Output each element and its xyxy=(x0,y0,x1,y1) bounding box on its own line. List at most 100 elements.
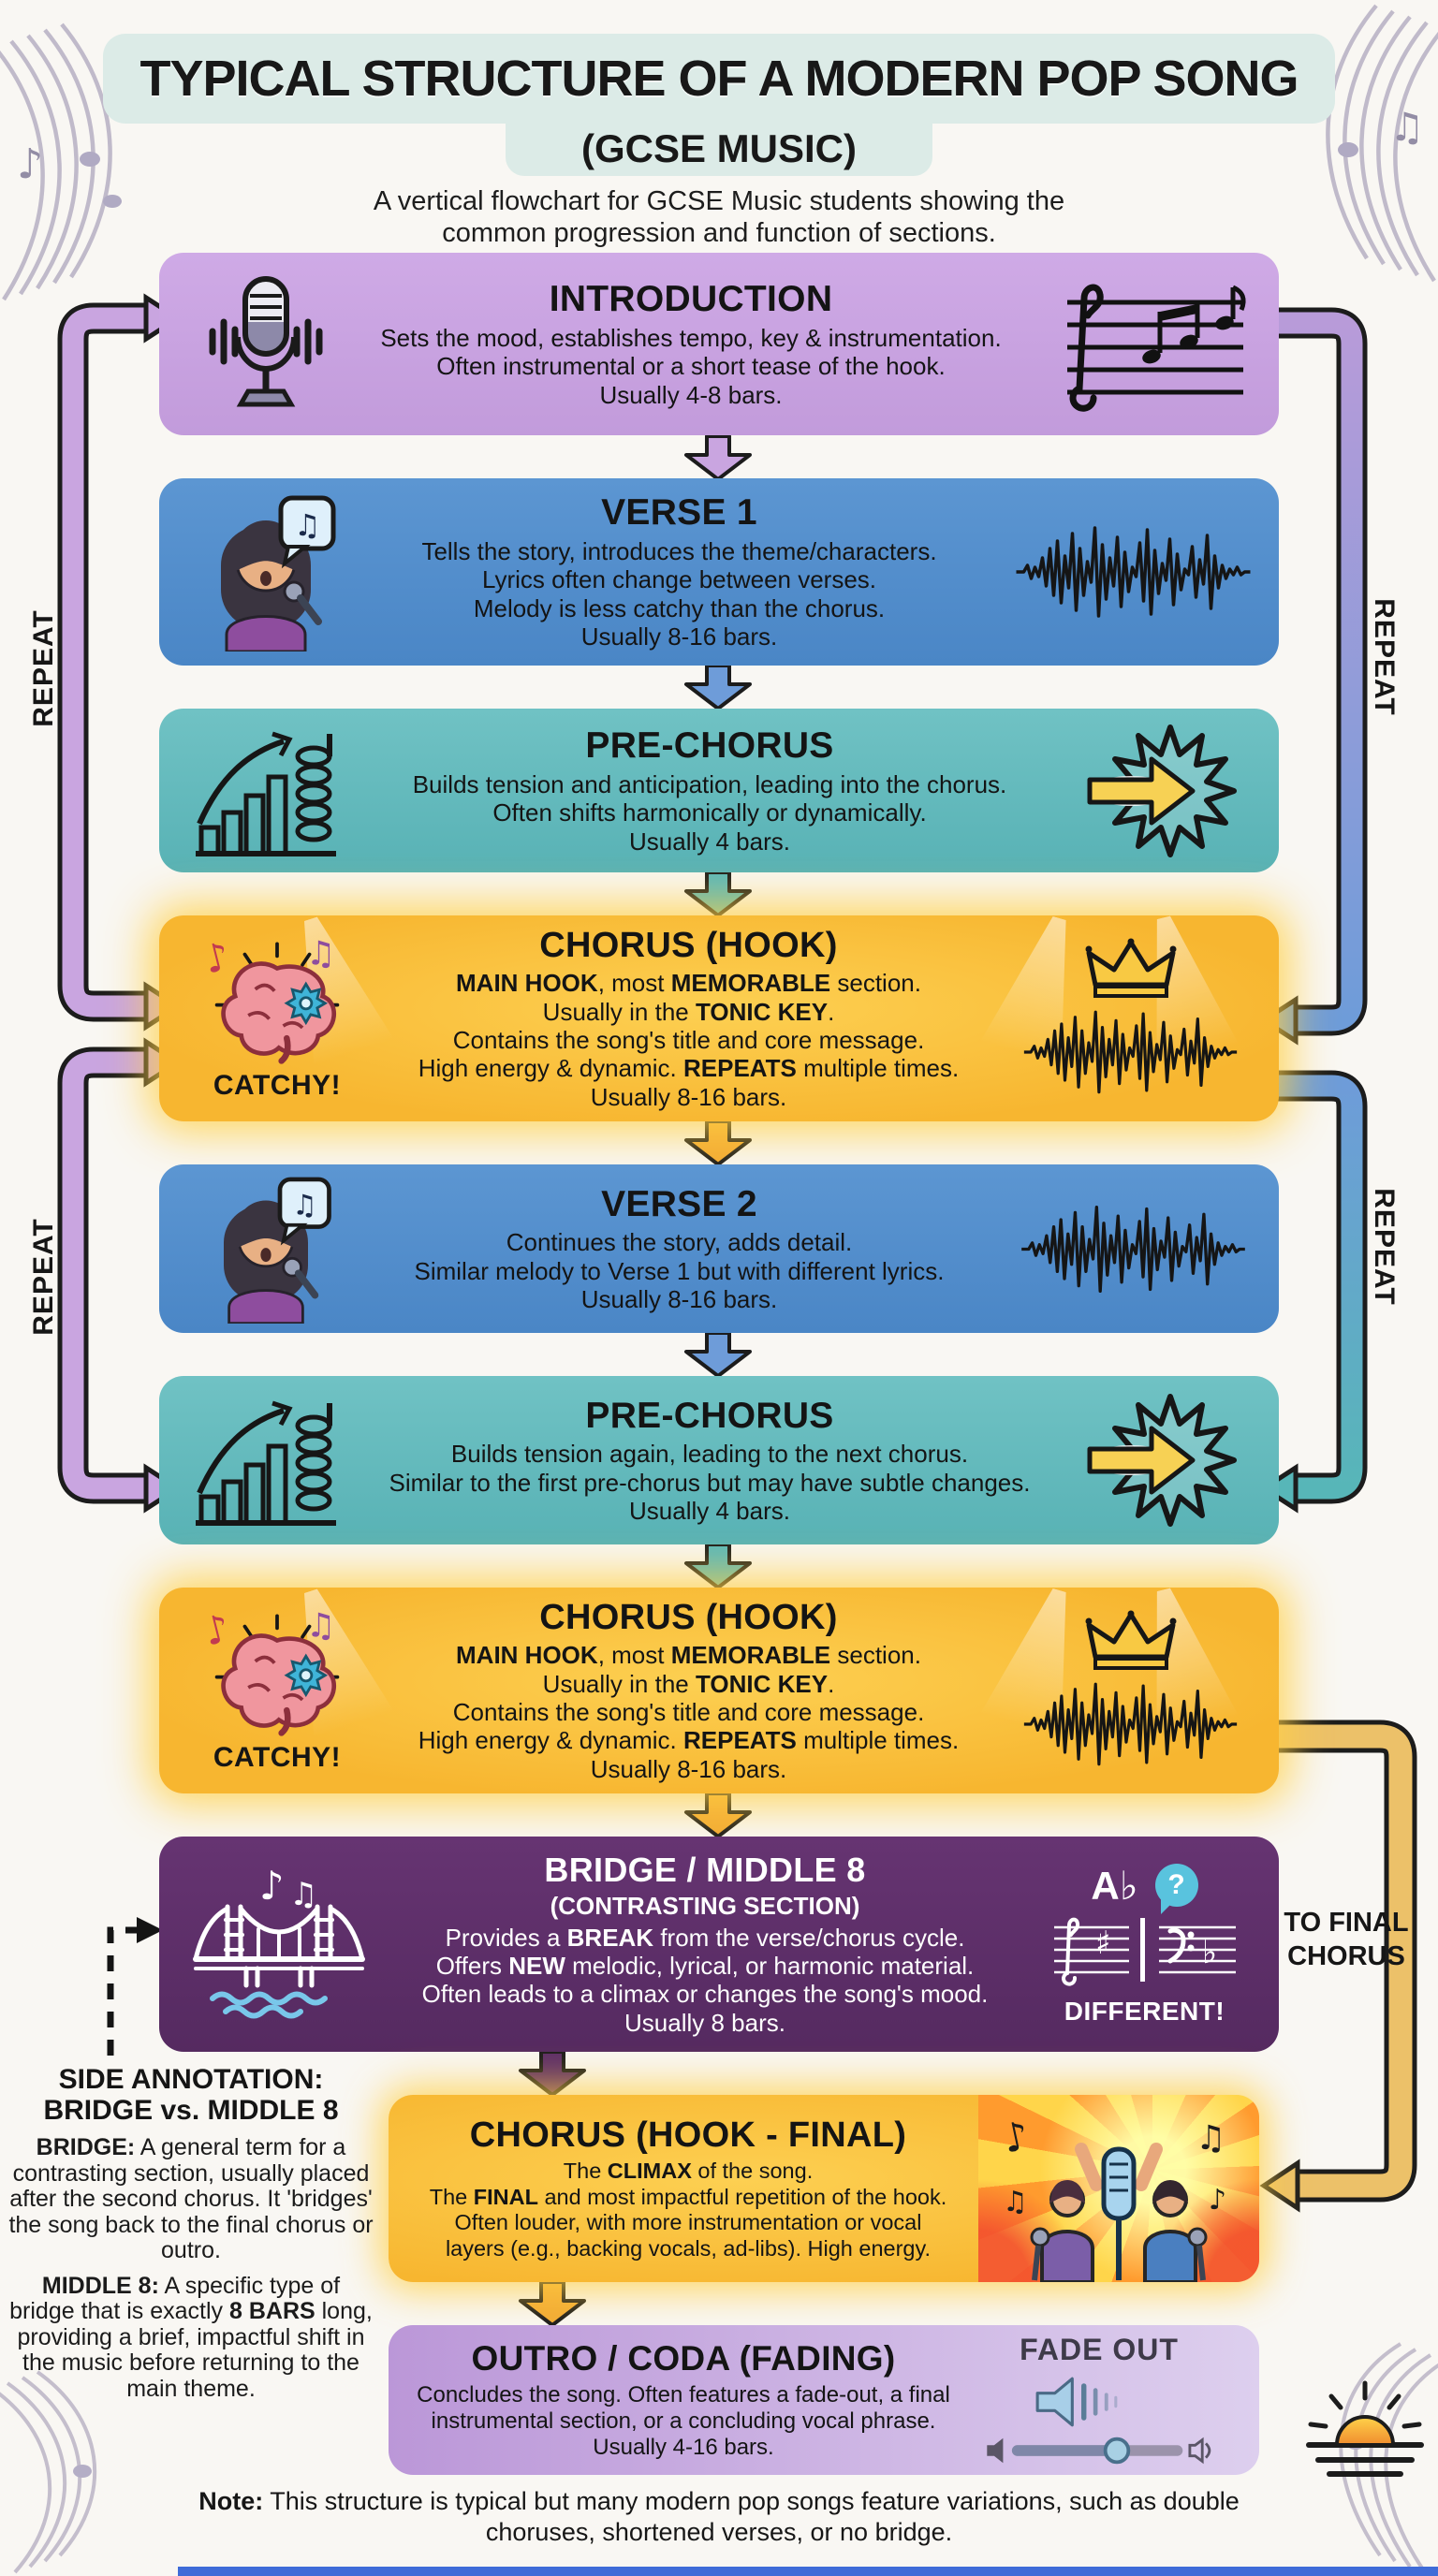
waveform-icon xyxy=(1023,1010,1238,1094)
subtitle-banner: (GCSE MUSIC) xyxy=(506,122,932,176)
repeat-label-right-1: REPEAT xyxy=(1369,598,1400,716)
tension-build-icon xyxy=(183,721,347,861)
staff-decoration-top-right xyxy=(1326,4,1438,283)
flow-arrow-prechorus2-chorus2 xyxy=(684,1543,752,1589)
section-title: BRIDGE / MIDDLE 8 xyxy=(544,1850,866,1889)
tension-build-icon xyxy=(183,1390,347,1530)
middle8-definition: MIDDLE 8: A specific type of bridge that… xyxy=(9,2272,373,2402)
annotation-heading: SIDE ANNOTATION: BRIDGE vs. MIDDLE 8 xyxy=(43,2064,339,2126)
page-description: A vertical flowchart for GCSE Music stud… xyxy=(373,186,1065,248)
repeat-arrow-left-2 xyxy=(57,1037,183,1514)
music-note-icon: ♫ xyxy=(1003,2186,1028,2218)
section-subtitle: (CONTRASTING SECTION) xyxy=(550,1892,860,1921)
section-title: CHORUS (HOOK) xyxy=(539,925,838,965)
sharp-icon: ♯ xyxy=(1095,1925,1110,1962)
question-bubble-icon: ? xyxy=(1154,1864,1198,1914)
sunset-icon xyxy=(1306,2380,1424,2477)
singer-icon: ♫ xyxy=(183,492,347,651)
staff-decoration-bottom-left xyxy=(0,2370,97,2574)
flow-arrow-verse2-prechorus2 xyxy=(684,1331,752,1378)
burst-arrow-icon xyxy=(1072,716,1255,866)
section-title: PRE-CHORUS xyxy=(585,725,834,767)
music-note-icon: ♫ xyxy=(306,1607,336,1646)
singer-icon: ♫ xyxy=(183,1174,347,1324)
section-chorus1: ♪ ♫ CATCHY! CHORUS (HOOK) MAIN HOOK, mos… xyxy=(159,915,1279,1121)
section-introduction: INTRODUCTION Sets the mood, establishes … xyxy=(159,253,1279,435)
music-note-icon: ♫ xyxy=(289,1876,317,1913)
crown-icon xyxy=(1085,938,1176,998)
singers-icon: ♪ ♫ ♪ ♫ xyxy=(999,2112,1226,2282)
gray-note-icon: ♫ xyxy=(1389,104,1425,150)
repeat-arrow-right-2 xyxy=(1259,1070,1368,1514)
section-title: CHORUS (HOOK - FINAL) xyxy=(469,2115,907,2155)
section-title: INTRODUCTION xyxy=(549,279,833,320)
bridge-icon: ♪ ♫ xyxy=(183,1863,375,2027)
gray-note-icon: ♪ xyxy=(17,140,43,188)
section-title: CHORUS (HOOK) xyxy=(539,1597,838,1637)
slider-knob[interactable] xyxy=(1103,2437,1131,2464)
bottom-accent-bar xyxy=(178,2567,1438,2576)
fade-out-badge: FADE OUT xyxy=(1020,2332,1179,2366)
to-final-chorus-label: TO FINAL CHORUS xyxy=(1284,1908,1409,1971)
flow-arrow-prechorus-chorus1 xyxy=(684,871,752,917)
staff-notes-icon xyxy=(1034,274,1255,415)
side-annotation: SIDE ANNOTATION: BRIDGE vs. MIDDLE 8 BRI… xyxy=(7,2064,374,2402)
staff-decoration-top-left xyxy=(0,22,122,301)
bridge-definition: BRIDGE: A general term for a contrasting… xyxy=(8,2134,374,2263)
fade-out-group: FADE OUT xyxy=(963,2333,1235,2468)
repeat-label-right-2: REPEAT xyxy=(1369,1188,1400,1306)
flow-arrow-chorus2-bridge xyxy=(684,1792,752,1838)
page-subtitle: (GCSE MUSIC) xyxy=(581,126,857,170)
catchy-badge: CATCHY! xyxy=(213,1742,342,1773)
annotation-dashed-connector xyxy=(107,1917,163,2056)
section-chorus2: ♪ ♫ CATCHY! CHORUS (HOOK) MAIN HOOK, mos… xyxy=(159,1588,1279,1793)
section-verse2: ♫ VERSE 2 Continues the story, adds deta… xyxy=(159,1164,1279,1333)
flow-arrow-final-outro xyxy=(519,2280,586,2327)
speaker-fade-icon xyxy=(1035,2377,1118,2426)
section-verse1: ♫ VERSE 1 Tells the story, introduces th… xyxy=(159,478,1279,666)
section-title: VERSE 2 xyxy=(601,1183,757,1224)
speech-note-icon: ♫ xyxy=(292,1189,317,1222)
flat-icon: ♭ xyxy=(1202,1934,1217,1971)
flow-arrow-chorus1-verse2 xyxy=(684,1120,752,1166)
section-prechorus2: PRE-CHORUS Builds tension again, leading… xyxy=(159,1376,1279,1544)
waveform-icon xyxy=(1011,520,1255,623)
music-note-icon: ♪ xyxy=(259,1863,285,1909)
clef-comparison-icon: ♯ ♭ xyxy=(1053,1917,1236,1986)
title-banner: TYPICAL STRUCTURE OF A MODERN POP SONG xyxy=(103,34,1335,124)
section-title: VERSE 1 xyxy=(601,492,757,534)
catchy-brain-icon: ♪ ♫ CATCHY! xyxy=(183,935,371,1102)
flow-arrow-bridge-final xyxy=(519,2050,586,2097)
repeat-label-left-2: REPEAT xyxy=(28,1218,59,1336)
music-note-icon: ♪ xyxy=(199,1607,234,1655)
section-bridge: ♪ ♫ BRIDGE / MIDDLE 8 (CONTRASTING SECTI… xyxy=(159,1837,1279,2052)
crown-waveform-group xyxy=(1006,1610,1255,1771)
speech-note-icon: ♫ xyxy=(294,507,321,543)
crown-waveform-group xyxy=(1006,938,1255,1099)
catchy-badge: CATCHY! xyxy=(213,1070,342,1101)
burst-arrow-icon xyxy=(1072,1385,1255,1535)
section-title: OUTRO / CODA (FADING) xyxy=(471,2339,896,2378)
key-change-group: A♭ ? ♯ ♭ DIFFERENT! xyxy=(1034,1863,1255,2027)
flow-arrow-intro-verse1 xyxy=(684,434,752,481)
footer-note: Note: This structure is typical but many… xyxy=(198,2487,1240,2546)
music-note-icon: ♫ xyxy=(1196,2119,1225,2158)
music-note-icon: ♫ xyxy=(306,935,336,973)
singers-sunburst-panel: ♪ ♫ ♪ ♫ xyxy=(978,2095,1259,2282)
section-final-chorus: CHORUS (HOOK - FINAL) The CLIMAX of the … xyxy=(389,2095,1259,2282)
repeat-arrow-right-1 xyxy=(1259,307,1368,1046)
flat-key-badge: A♭ xyxy=(1091,1863,1138,1908)
volume-slider[interactable] xyxy=(977,2433,1221,2468)
repeat-label-left-1: REPEAT xyxy=(28,609,59,727)
waveform-icon xyxy=(1023,1682,1238,1766)
section-title: PRE-CHORUS xyxy=(585,1395,834,1436)
music-note-icon: ♪ xyxy=(1209,2184,1226,2217)
section-outro: OUTRO / CODA (FADING) Concludes the song… xyxy=(389,2325,1259,2475)
music-note-icon: ♪ xyxy=(999,2112,1033,2162)
to-final-chorus-arrow xyxy=(1259,1720,1417,2213)
different-badge: DIFFERENT! xyxy=(1064,1996,1225,2026)
microphone-icon xyxy=(183,271,347,417)
music-note-icon: ♪ xyxy=(199,935,234,983)
